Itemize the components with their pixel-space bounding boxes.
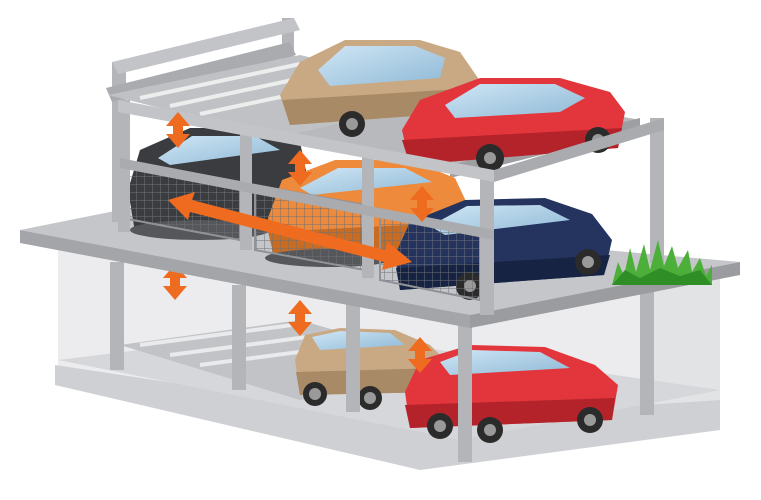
up-down-arrow-icon xyxy=(166,112,190,148)
deck-front-edge xyxy=(20,230,470,328)
top-rail-back xyxy=(112,18,300,74)
red-car-top xyxy=(402,78,625,172)
lower-posts xyxy=(110,262,654,462)
grass-patch xyxy=(612,240,712,285)
up-down-arrow-icon xyxy=(288,300,312,336)
up-down-arrow-icon xyxy=(410,186,434,222)
car-group-top xyxy=(280,40,625,172)
up-down-arrow-icon xyxy=(408,337,432,373)
upper-arrows xyxy=(166,112,434,270)
left-right-arrow-icon xyxy=(168,192,412,270)
up-down-arrow-icon xyxy=(288,150,312,186)
